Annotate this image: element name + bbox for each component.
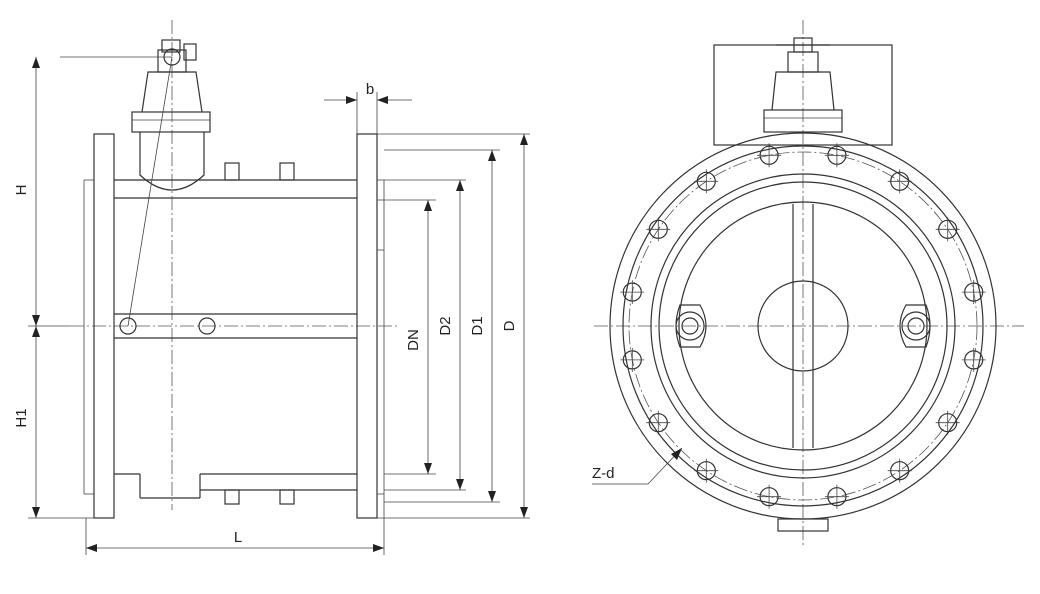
left-flange [93, 133, 115, 519]
disc [678, 201, 928, 451]
front-view: Z-d [592, 20, 1024, 548]
right-flange [356, 133, 378, 519]
bolt-circle [628, 151, 978, 501]
dim-label-l: L [234, 529, 242, 546]
dim-label-d2: D2 [437, 316, 454, 335]
side-view: H H1 L b DN D2 [13, 20, 530, 555]
shaft-bolt [198, 317, 216, 335]
actuator-neck [139, 132, 205, 191]
actuator-base [131, 111, 211, 133]
dim-label-h: H [13, 185, 30, 196]
bolt-holes [620, 143, 986, 509]
hub [757, 280, 849, 372]
dim-label-h1: H1 [13, 408, 30, 427]
dim-label-d1: D1 [469, 316, 486, 335]
dim-label-b: b [366, 81, 374, 98]
dim-label-dn: DN [405, 329, 422, 351]
dim-label-zd: Z-d [592, 465, 615, 482]
dim-label-d: D [501, 320, 518, 331]
actuator-base [763, 109, 843, 133]
shaft-bolt [119, 317, 137, 335]
